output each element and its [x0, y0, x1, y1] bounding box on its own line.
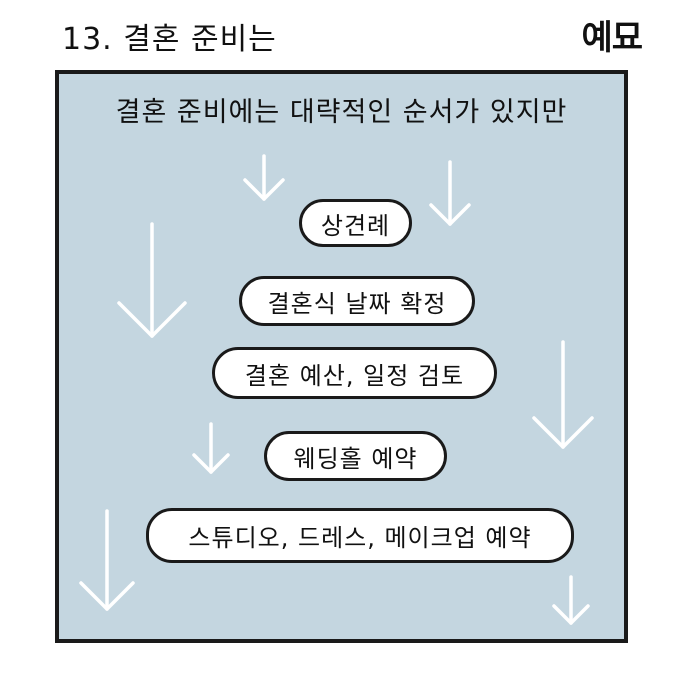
- step-pill-3: 결혼 예산, 일정 검토: [212, 347, 497, 399]
- decorative-arrows: [79, 154, 594, 625]
- down-arrow-icon: [532, 340, 594, 449]
- down-arrow-icon: [243, 154, 285, 201]
- page-title: 13. 결혼 준비는: [62, 22, 277, 57]
- step-pill-2: 결혼식 날짜 확정: [239, 276, 475, 326]
- step-pill-4: 웨딩홀 예약: [264, 431, 447, 481]
- brand-logo: 예묘: [581, 18, 643, 58]
- step-pill-1: 상견례: [299, 199, 412, 247]
- down-arrow-icon: [79, 509, 135, 611]
- down-arrow-icon: [552, 575, 590, 625]
- step-pill-5: 스튜디오, 드레스, 메이크업 예약: [146, 508, 574, 563]
- down-arrow-icon: [192, 422, 230, 474]
- comic-panel: 결혼 준비에는 대략적인 순서가 있지만: [55, 70, 628, 643]
- down-arrow-icon: [429, 160, 471, 226]
- panel-caption: 결혼 준비에는 대략적인 순서가 있지만: [115, 97, 568, 128]
- down-arrow-icon: [117, 222, 187, 338]
